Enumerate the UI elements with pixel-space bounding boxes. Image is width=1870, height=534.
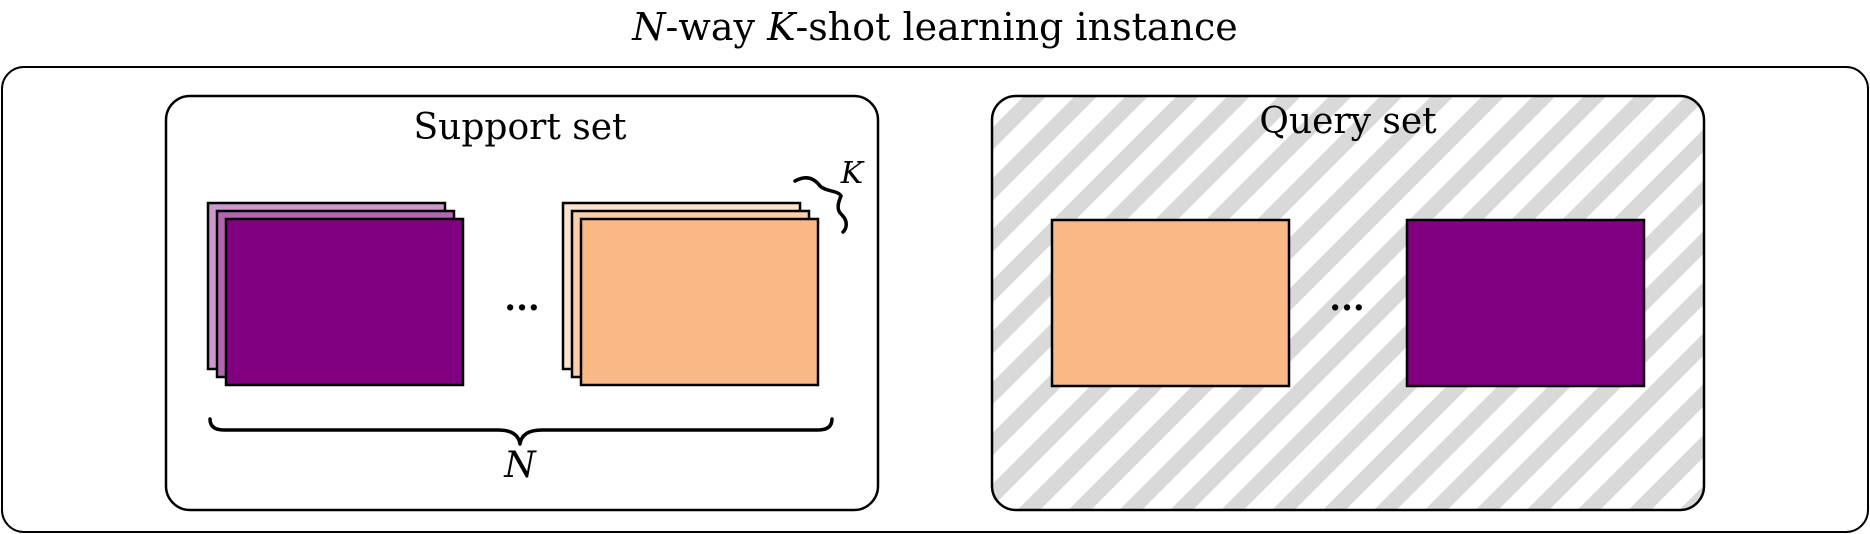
- support-set-panel: Support set ... K N: [164, 94, 880, 512]
- title-suffix: -shot learning instance: [795, 5, 1237, 49]
- diagram-title: N-way K-shot learning instance: [631, 5, 1238, 49]
- query-set-frame: [990, 94, 1706, 512]
- n-label: N: [503, 445, 537, 486]
- query-set-panel: Query set ...: [990, 94, 1706, 512]
- support-ellipsis: ...: [504, 279, 540, 319]
- instance-frame: [1, 66, 1869, 533]
- query-orange-card: [1050, 218, 1291, 388]
- n-brace: [208, 417, 834, 446]
- k-brace: [793, 176, 848, 234]
- k-label: K: [840, 156, 865, 191]
- query-set-label: Query set: [1259, 101, 1437, 142]
- title-middle: -way: [665, 5, 767, 49]
- support-set-label: Support set: [414, 107, 628, 148]
- title-k-symbol: K: [766, 5, 798, 49]
- orange-class-stack: [561, 201, 820, 387]
- purple-card-front: [224, 217, 465, 387]
- query-purple-card: [1405, 218, 1646, 388]
- orange-card-front: [579, 217, 820, 387]
- query-ellipsis: ...: [1329, 279, 1365, 319]
- purple-class-stack: [206, 201, 465, 387]
- title-n-symbol: N: [631, 5, 667, 49]
- support-set-frame: [164, 94, 880, 512]
